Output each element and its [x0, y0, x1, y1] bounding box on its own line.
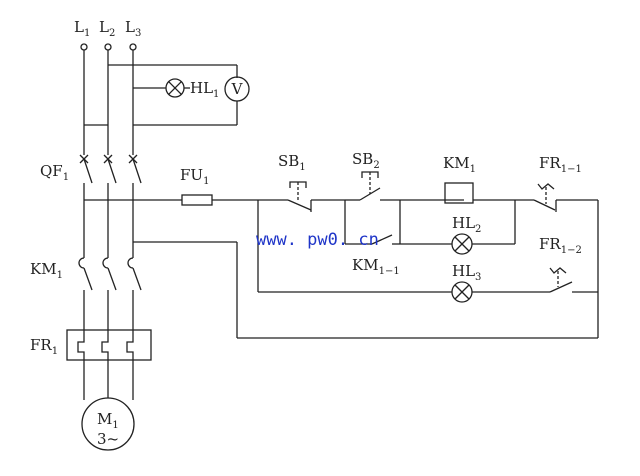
label-fu1: FU1: [180, 166, 209, 187]
label-fr1-main: FR1: [30, 336, 58, 357]
label-qf1: QF1: [40, 162, 69, 183]
label-sb1: SB1: [278, 152, 306, 173]
thermal-fr1-2-icon: [549, 267, 567, 274]
voltmeter-icon: [224, 76, 250, 102]
label-sb2: SB2: [352, 150, 380, 171]
terminal-l2: [104, 43, 112, 51]
coil-km1-icon: [444, 182, 474, 204]
lamp-hl3-icon: [451, 281, 473, 303]
label-km1-coil: KM1: [443, 154, 476, 175]
actuator-marks: [289, 171, 567, 287]
contactor-km1-main: [78, 257, 142, 338]
label-l1: L1: [74, 18, 90, 39]
label-l2: L2: [99, 18, 115, 39]
label-fr1-1: FR1−1: [539, 154, 582, 175]
lamp-hl2-icon: [451, 233, 473, 255]
label-l3: L3: [125, 18, 141, 39]
terminal-l1: [80, 43, 88, 51]
label-hl1: HL1: [190, 79, 219, 100]
motor-m1-icon: [81, 397, 135, 451]
label-voltmeter: V: [231, 80, 244, 98]
thermal-fr1-1-icon: [537, 183, 555, 190]
label-m1-type: 3~: [97, 430, 119, 448]
label-hl2: HL2: [452, 214, 481, 235]
terminal-l3: [129, 43, 137, 51]
label-km1-1: KM1−1: [352, 256, 400, 277]
fuse-fu1-icon: [181, 194, 213, 206]
label-m1: M1: [97, 410, 119, 431]
hl1-voltmeter-branch: [84, 64, 250, 126]
control-supply: [84, 194, 598, 339]
lamp-hl1-icon: [165, 78, 185, 98]
control-rungs: [257, 182, 599, 338]
label-km1-main: KM1: [30, 260, 63, 281]
thermal-relay-fr1: [66, 329, 152, 400]
supply-lines: [80, 43, 137, 155]
label-fr1-2: FR1−2: [539, 235, 582, 256]
text-labels: L1 L2 L3 HL1 V QF1 FU1 SB1 SB2 KM1 FR1−1…: [30, 18, 582, 448]
watermark-text: www. pw0. cn: [256, 230, 379, 250]
breaker-qf1: [79, 154, 142, 258]
label-hl3: HL3: [452, 262, 481, 283]
